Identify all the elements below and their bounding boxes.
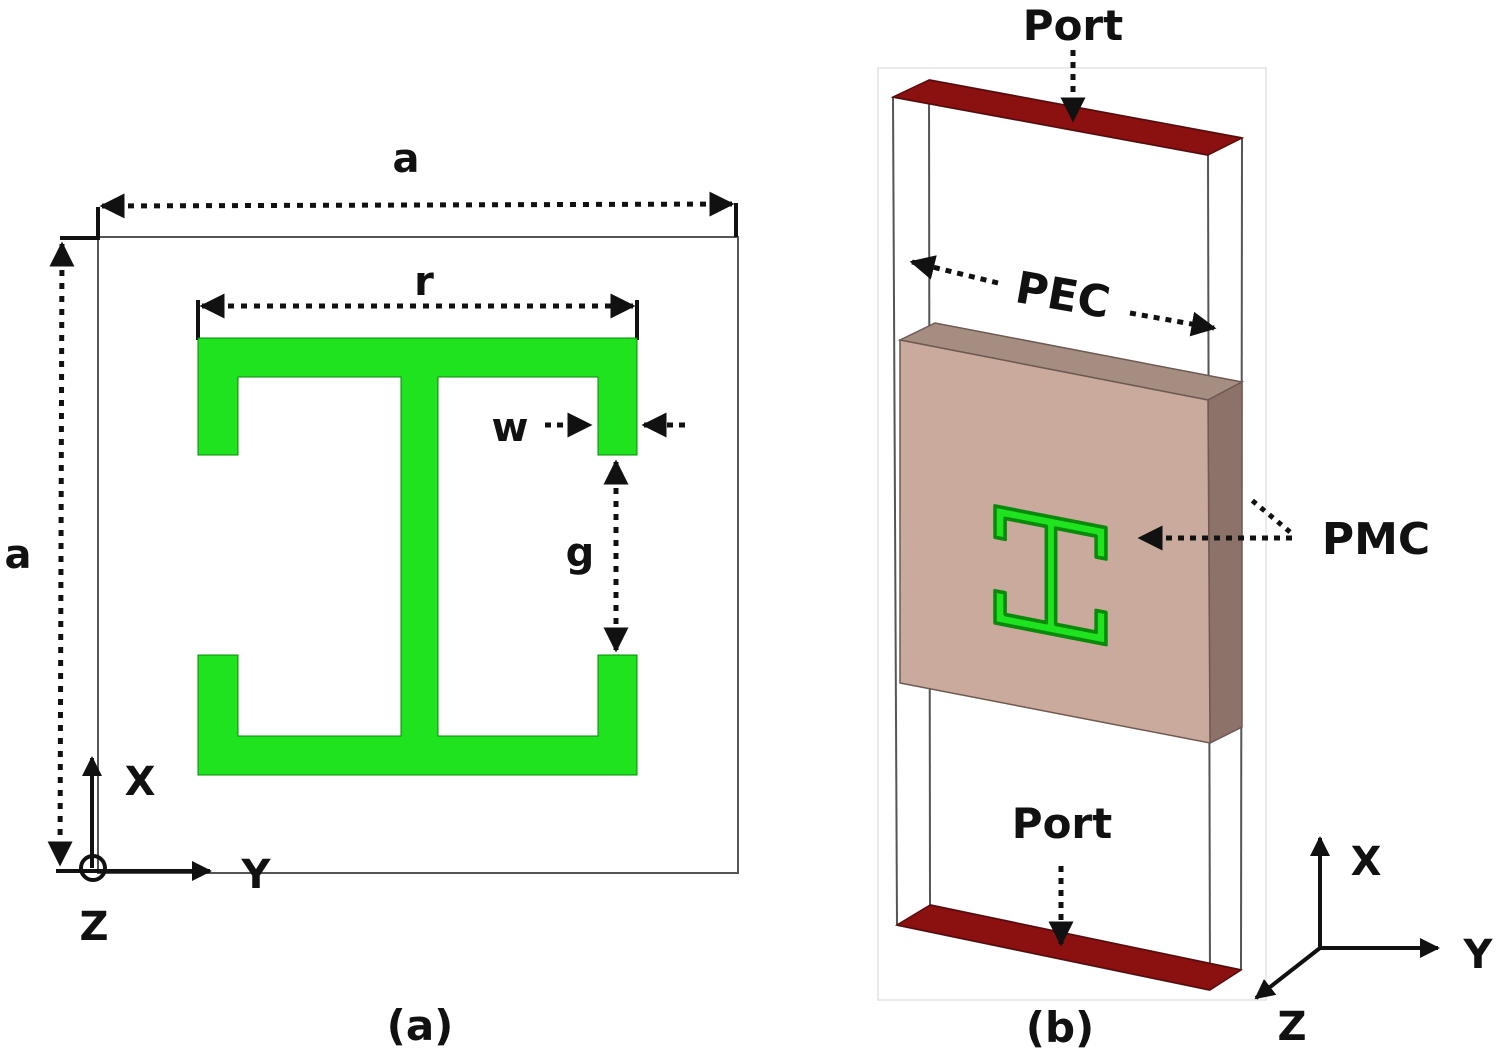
dimension-w: w [492, 405, 685, 451]
axes-b: X Y Z [1254, 836, 1494, 1050]
dimension-r: r [196, 259, 639, 340]
label-r: r [414, 259, 434, 305]
label-port-bottom: Port [1012, 799, 1112, 848]
i-shaped-resonator-3d [993, 504, 1108, 647]
label-a-left: a [5, 532, 32, 578]
substrate-side-face [1207, 380, 1243, 745]
axis-z-b: Z [1277, 1004, 1306, 1050]
panel-a: a a r w g [5, 136, 739, 1050]
i-shaped-resonator [197, 337, 638, 776]
z-axis-out-icon [79, 854, 107, 882]
caption-b: (b) [1026, 1003, 1094, 1052]
dimension-a-top: a [96, 136, 738, 237]
pec-arrow-right [1129, 310, 1217, 337]
label-g: g [566, 530, 595, 576]
pec-arrow-left [909, 255, 999, 286]
label-pmc: PMC [1322, 514, 1430, 565]
axis-x-a: X [125, 759, 156, 805]
label-pec: PEC [1012, 262, 1114, 329]
unit-cell-outline [97, 236, 739, 874]
label-w: w [492, 405, 529, 451]
axes-a: X Y Z [56, 756, 272, 950]
axis-x-b: X [1351, 839, 1382, 885]
port-top [890, 79, 1245, 156]
axis-y-b: Y [1463, 932, 1494, 978]
axis-z-a: Z [79, 904, 108, 950]
label-port-top: Port [1023, 1, 1123, 50]
dimension-a-left: a [5, 236, 100, 867]
label-a-top: a [393, 136, 420, 182]
axis-y-a: Y [241, 852, 272, 898]
dimension-g: g [566, 459, 629, 653]
caption-a: (a) [387, 1001, 454, 1050]
pmc-leader [1246, 495, 1292, 534]
panel-b: Port Port PEC PMC X Y Z (b) [877, 1, 1494, 1052]
port-bottom [894, 904, 1243, 991]
